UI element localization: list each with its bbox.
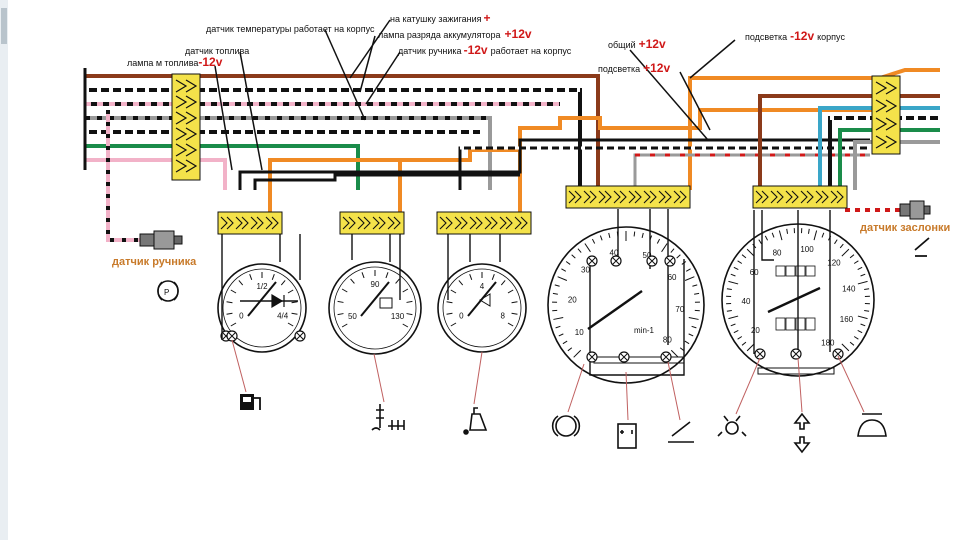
tacho-tick-label: 50 xyxy=(643,251,652,260)
light-icon xyxy=(717,415,747,437)
temp-tick-label: 90 xyxy=(371,280,380,289)
left-scrollbar[interactable] xyxy=(0,0,8,540)
gauge-connectors xyxy=(217,185,848,235)
tacho-tick-label: 30 xyxy=(581,265,590,274)
temp-tick-label: 50 xyxy=(348,312,357,321)
svg-text:P: P xyxy=(164,288,169,297)
gauges: 0 1/2 4/4 50 90 130 0 4 8 10 20 30 40 50 60 70 80 min-1 20… xyxy=(217,209,875,421)
handbrake-sensor xyxy=(139,230,183,250)
connector-left-stack xyxy=(171,73,201,181)
speedo-tick-label: 40 xyxy=(742,297,751,306)
temp-sensor-label: датчик температуры работает на корпус xyxy=(206,24,375,34)
fuel-tick-label: 1/2 xyxy=(256,282,268,291)
connector-speedo xyxy=(752,185,848,209)
choke-sensor xyxy=(899,200,931,257)
choke-icon xyxy=(668,421,694,443)
speedo-tick-label: 80 xyxy=(773,248,782,257)
backlight-plus-label: подсветка+12v xyxy=(598,61,670,75)
tacho-tick-label: 40 xyxy=(610,248,619,257)
speedo-tick-label: 120 xyxy=(827,258,841,267)
connector-fuel xyxy=(217,211,283,235)
oil-tick-label: 8 xyxy=(500,312,505,321)
speedo-tick-label: 20 xyxy=(751,326,760,335)
fuel-pump-icon xyxy=(240,394,261,410)
connector-tacho xyxy=(565,185,691,209)
fuel-sensor-label: датчик топлива xyxy=(185,46,249,56)
oil-pressure-icon xyxy=(463,407,488,435)
scroll-thumb[interactable] xyxy=(1,8,7,44)
labels: датчик температуры работает на корпус на… xyxy=(112,11,950,268)
turn-signal-icon xyxy=(793,412,811,454)
oil-tick-label: 4 xyxy=(480,282,485,291)
ignition-label: на катушку зажигания+ xyxy=(390,11,491,25)
handbrake-icon: P xyxy=(157,280,179,302)
harness-trunk xyxy=(238,138,870,190)
oil-gauge: 0 4 8 xyxy=(437,234,527,353)
fuel-lamp-label: лампа м топлива-12v xyxy=(127,55,223,69)
high-beam-icon xyxy=(857,413,887,437)
icon-leaders xyxy=(231,339,865,421)
tacho-unit: min-1 xyxy=(634,326,655,335)
label-pointers xyxy=(214,19,736,171)
temp-tick-label: 130 xyxy=(391,312,405,321)
battery-lamp-label: лампа разряда аккумулятора+12v xyxy=(378,27,532,41)
fuel-tick-label: 4/4 xyxy=(277,312,289,321)
handbrake-sensor-label: датчик ручника xyxy=(112,256,197,268)
temp-gauge: 50 90 130 xyxy=(328,234,422,355)
choke-sensor-label: датчик заслонки xyxy=(860,222,950,234)
tacho-tick-label: 70 xyxy=(675,305,684,314)
fuel-gauge: 0 1/2 4/4 xyxy=(217,234,307,353)
oil-tick-label: 0 xyxy=(459,312,464,321)
temperature-icon xyxy=(371,404,405,431)
tacho-tick-label: 10 xyxy=(575,328,584,337)
connector-right-stack xyxy=(871,75,901,155)
speedo-tick-label: 140 xyxy=(842,285,856,294)
battery-icon xyxy=(617,423,637,449)
speedo-tick-label: 100 xyxy=(800,245,814,254)
speedo-tick-label: 160 xyxy=(840,315,854,324)
connector-oil xyxy=(436,211,532,235)
connector-temp xyxy=(339,211,405,235)
fuel-tick-label: 0 xyxy=(239,312,244,321)
brake-warning-icon xyxy=(551,415,581,437)
handbrake-wire xyxy=(106,110,140,242)
tacho-tick-label: 20 xyxy=(568,296,577,305)
tacho-tick-label: 60 xyxy=(668,273,677,282)
speedo-tick-label: 180 xyxy=(821,339,835,348)
common-label: общий+12v xyxy=(608,37,666,51)
